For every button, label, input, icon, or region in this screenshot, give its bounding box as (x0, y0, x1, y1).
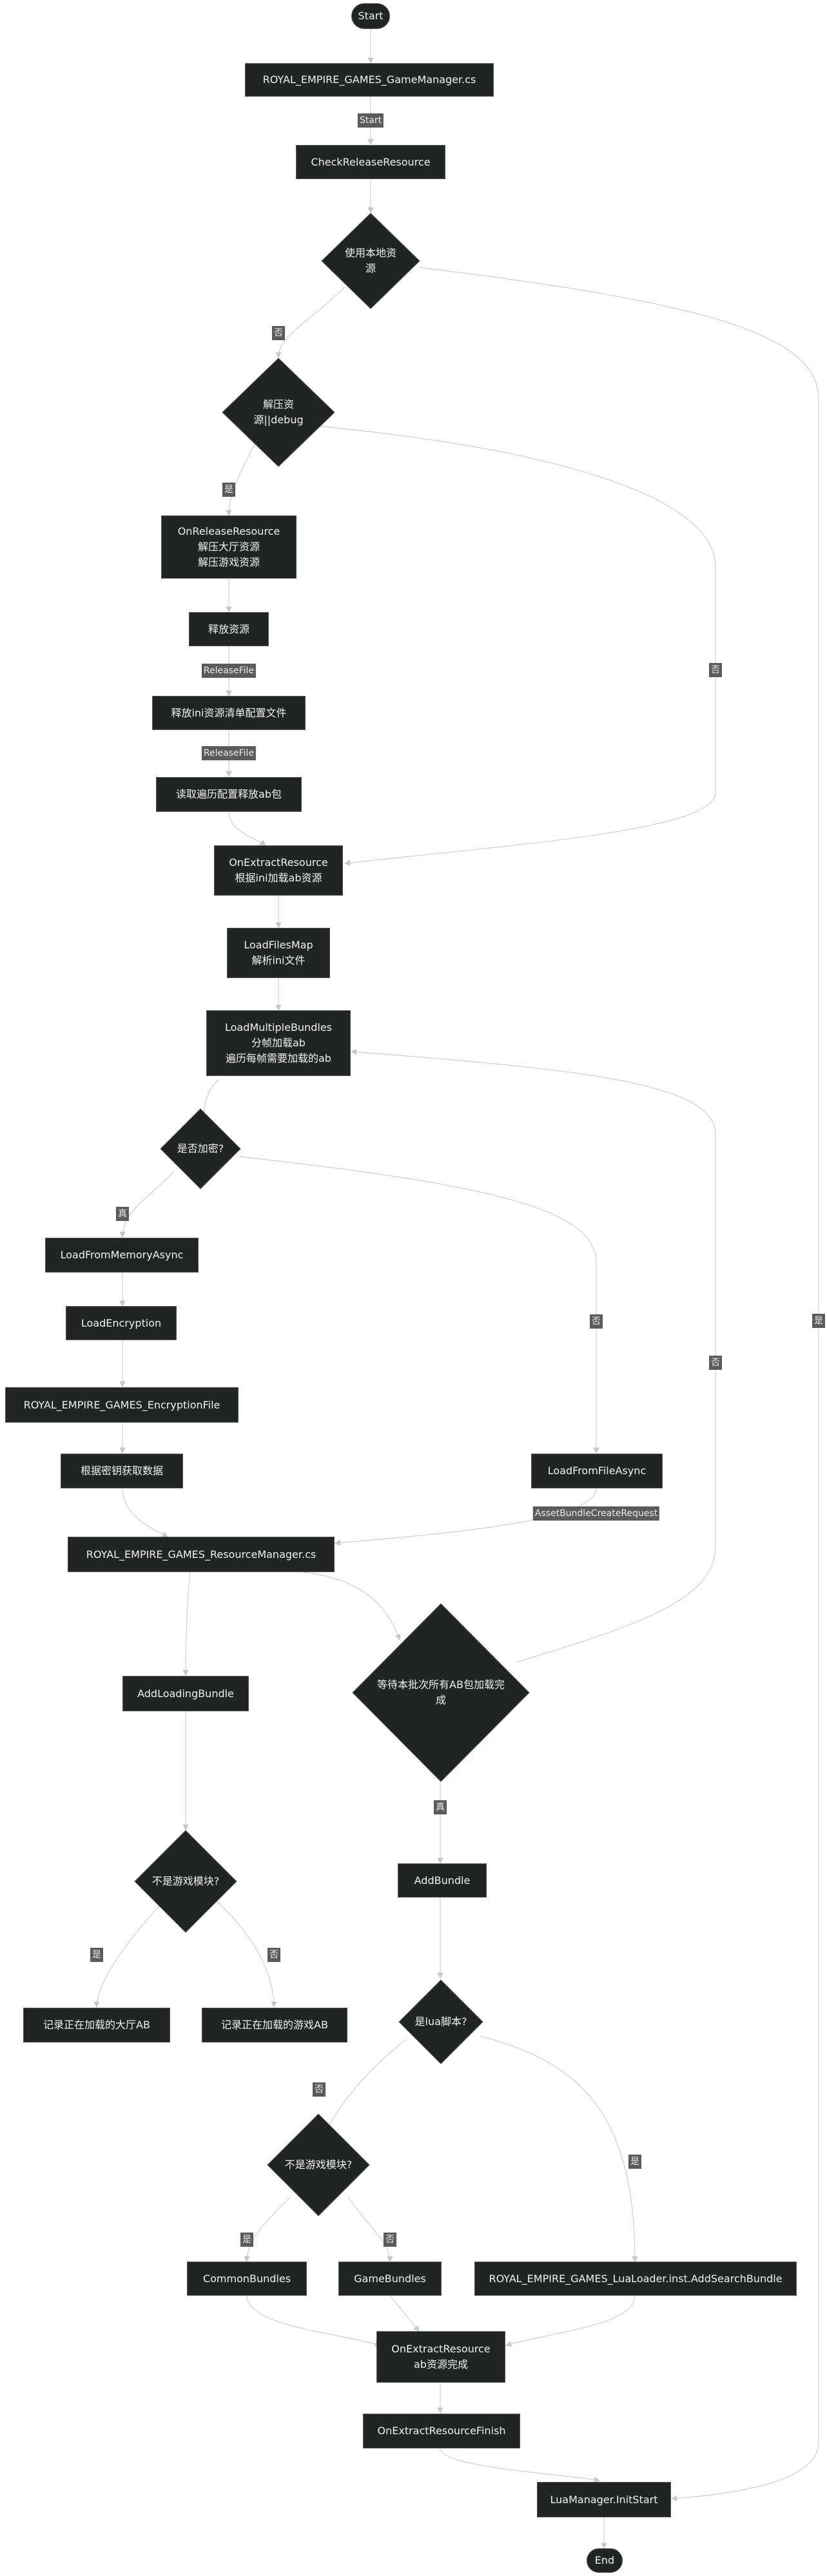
getdata-node[interactable]: 根据密钥获取数据 (61, 1454, 183, 1488)
edge-getdata-resourcemanager (122, 1488, 169, 1537)
onextract-done-node[interactable]: OnExtractResource ab资源完成 (376, 2331, 505, 2383)
edge-label-use-local-no: 否 (272, 326, 285, 340)
edge-encrypted-loadfromfile (238, 1156, 599, 1454)
checkrelease-node[interactable]: CheckReleaseResource (296, 145, 445, 179)
unzip-debug-decision[interactable]: 解压资源||debug (222, 358, 335, 467)
edge-label-not-game-2-yes: 是 (240, 2233, 253, 2247)
edge-label-abcreate: AssetBundleCreateRequest (532, 1506, 660, 1521)
edge-label-unzip-yes: 是 (222, 483, 235, 497)
is-lua-label: 是lua脚本? (414, 2015, 467, 2028)
edge-label-not-game-1-no: 否 (268, 1948, 280, 1962)
edge-read-onextract (228, 811, 266, 846)
loadfromfile-node[interactable]: LoadFromFileAsync (531, 1454, 663, 1488)
edge-notgame2-common (244, 2196, 291, 2263)
not-game-1-decision[interactable]: 不是游戏模块? (134, 1830, 237, 1933)
release-ini-node[interactable]: 释放ini资源清单配置文件 (152, 696, 306, 730)
edge-label-wait-yes: 真 (434, 1800, 447, 1814)
encrypted-decision[interactable]: 是否加密? (160, 1108, 241, 1189)
edge-resourcemanager-wait (302, 1572, 401, 1641)
edge-unzip-onextract (309, 425, 716, 866)
edge-label-start: Start (357, 113, 384, 128)
edge-label-not-game-2-no: 否 (384, 2233, 396, 2247)
start-node[interactable]: Start (351, 3, 390, 29)
edge-notgame1-recordhall (93, 1903, 162, 2008)
edge-islua-lualoader (480, 2035, 638, 2263)
luamanager-node[interactable]: LuaManager.InitStart (537, 2482, 671, 2517)
edge-loadfromfile-resourcemanager (334, 1488, 597, 1546)
record-game-node[interactable]: 记录正在加载的游戏AB (202, 2008, 347, 2043)
lualoader-node[interactable]: ROYAL_EMPIRE_GAMES_LuaLoader.inst.AddSea… (474, 2262, 797, 2296)
edge-finish-luamanager (440, 2448, 601, 2483)
edge-lualoader-done (505, 2295, 636, 2347)
addbundle-node[interactable]: AddBundle (398, 1863, 487, 1898)
edge-label-encrypted-no: 否 (590, 1314, 603, 1329)
onextract-finish-node[interactable]: OnExtractResourceFinish (363, 2414, 520, 2448)
commonbundles-node[interactable]: CommonBundles (187, 2262, 307, 2296)
edge-label-not-game-1-yes: 是 (90, 1948, 103, 1962)
end-node[interactable]: End (587, 2548, 623, 2573)
edge-label-use-local-yes: 是 (812, 1314, 825, 1328)
wait-all-label: 等待本批次所有AB包加载完成 (377, 1678, 505, 1706)
encrypted-label: 是否加密? (177, 1142, 224, 1155)
edge-resourcemanager-addloading (182, 1572, 191, 1677)
loadencryption-node[interactable]: LoadEncryption (66, 1306, 177, 1340)
loadfilesmap-node[interactable]: LoadFilesMap 解析ini文件 (227, 928, 330, 978)
gamemanager-node[interactable]: ROYAL_EMPIRE_GAMES_GameManager.cs (245, 63, 494, 97)
not-game-2-label: 不是游戏模块? (284, 2158, 353, 2171)
edge-label-encrypted-yes: 真 (116, 1207, 129, 1221)
loadmultiple-node[interactable]: LoadMultipleBundles 分帧加载ab 遍历每帧需要加载的ab (206, 1010, 351, 1076)
encryptionfile-node[interactable]: ROYAL_EMPIRE_GAMES_EncryptionFile (5, 1387, 238, 1423)
edge-label-is-lua-yes: 是 (628, 2155, 641, 2169)
edge-label-releasefile-1: ReleaseFile (201, 664, 257, 678)
edge-unzip-onrelease (226, 437, 258, 517)
edge-notgame2-game (347, 2196, 393, 2263)
unzip-debug-label: 解压资源||debug (253, 398, 304, 426)
edge-label-is-lua-no: 否 (313, 2082, 326, 2097)
onextract-node[interactable]: OnExtractResource 根据ini加载ab资源 (214, 845, 343, 896)
resourcemanager-node[interactable]: ROYAL_EMPIRE_GAMES_ResourceManager.cs (68, 1537, 335, 1572)
edge-game-done (389, 2295, 420, 2332)
record-hall-node[interactable]: 记录正在加载的大厅AB (23, 2008, 170, 2043)
not-game-2-decision[interactable]: 不是游戏模块? (267, 2113, 370, 2216)
edge-uselocal-unzip (275, 286, 345, 359)
use-local-decision[interactable]: 使用本地资源 (321, 213, 420, 309)
edge-label-releasefile-2: ReleaseFile (201, 746, 257, 760)
addloading-node[interactable]: AddLoadingBundle (122, 1676, 249, 1711)
edge-label-loop-no: 否 (709, 1356, 722, 1370)
read-traverse-node[interactable]: 读取遍历配置释放ab包 (156, 777, 302, 812)
not-game-1-label: 不是游戏模块? (151, 1875, 220, 1887)
loadfrommemory-node[interactable]: LoadFromMemoryAsync (45, 1238, 199, 1273)
use-local-label: 使用本地资源 (344, 247, 396, 274)
release-res-node[interactable]: 释放资源 (189, 612, 269, 646)
edge-encrypted-loadfrommemory (119, 1171, 175, 1238)
edge-notgame1-recordgame (215, 1900, 277, 2008)
edge-label-unzip-no: 否 (709, 663, 722, 677)
wait-all-decision[interactable]: 等待本批次所有AB包加载完成 (352, 1603, 530, 1782)
edge-common-done (246, 2295, 382, 2347)
is-lua-decision[interactable]: 是lua脚本? (398, 1979, 483, 2064)
edge-wait-loadmultiple (350, 1048, 716, 1663)
edge-uselocal-luamanager (418, 267, 819, 2502)
onrelease-node[interactable]: OnReleaseResource 解压大厅资源 解压游戏资源 (161, 515, 297, 579)
gamebundles-node[interactable]: GameBundles (338, 2262, 442, 2296)
